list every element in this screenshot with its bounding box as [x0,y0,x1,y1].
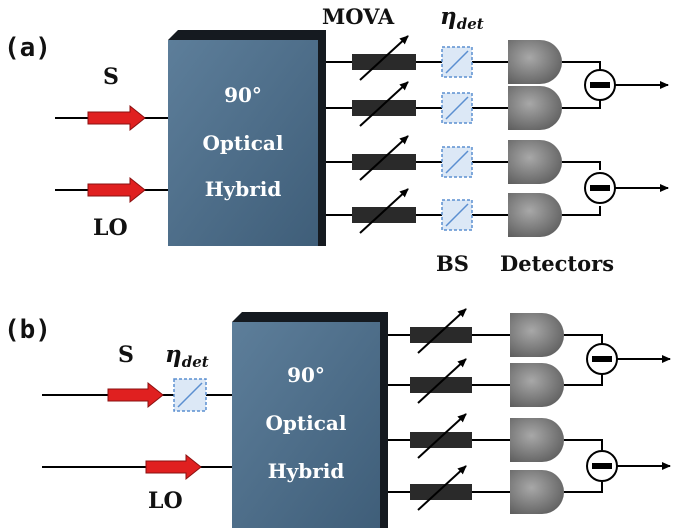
attenuator-b2 [410,358,472,404]
beam-splitter-a4 [441,199,473,231]
subtractor-a2 [584,172,669,204]
detector-a2 [508,86,562,130]
hybrid-box-a [168,40,318,246]
wiring-b [564,334,603,493]
wiring-a [562,61,601,216]
detectors-label: Detectors [500,251,614,276]
detector-a3 [508,140,562,184]
signal-label-a: S [103,64,119,90]
attenuator-b3 [410,413,472,459]
attenuator-b4 [410,465,472,511]
subtractor-a1 [584,69,669,101]
beam-splitter-b [173,378,207,412]
eta-det-label-a: ηdet [440,3,484,33]
bs-label: BS [436,251,469,276]
hybrid-box-b [232,322,380,528]
attenuator-b1 [410,308,472,354]
signal-label-b: S [118,342,134,368]
beam-splitter-a1 [441,46,473,78]
hybrid-line3-b: Hybrid [268,459,345,483]
subtractor-b2 [586,450,671,482]
subtractor-b1 [586,343,671,375]
eta-det-label-b: ηdet [165,341,209,371]
detector-a4 [508,193,562,237]
attenuator-a3 [352,135,416,181]
hybrid-line1-a: 90° [224,83,262,107]
detector-b2 [510,363,564,407]
channels-a [326,61,510,216]
hybrid-line2-a: Optical [203,131,284,155]
mova-label: MOVA [322,4,395,29]
attenuator-a1 [352,35,416,81]
panel-a: (a) S LO 90° Optical Hybrid [4,3,669,276]
hybrid-line1-b: 90° [287,363,325,387]
attenuator-a2 [352,81,416,127]
mova-attenuators-a [352,35,416,234]
panel-b: (b) S LO ηdet 90° Optical Hybrid [4,308,671,528]
lo-label-a: LO [93,215,128,241]
beam-splitter-a2 [441,92,473,124]
panel-b-label: (b) [4,315,51,345]
detector-b4 [510,470,564,514]
signal-arrow-b [107,381,164,409]
lo-label-b: LO [148,488,183,514]
signal-arrow-a [87,104,146,132]
detector-b1 [510,313,564,357]
detector-b3 [510,418,564,462]
hybrid-line2-b: Optical [266,411,347,435]
channels-b [388,334,512,493]
beam-splitters-a [441,46,473,231]
hybrid-line3-a: Hybrid [205,177,282,201]
panel-a-label: (a) [4,33,51,63]
detector-a1 [508,40,562,84]
lo-arrow-b [145,453,202,481]
mova-attenuators-b [410,308,472,511]
attenuator-a4 [352,188,416,234]
beam-splitter-a3 [441,146,473,178]
lo-arrow-a [87,176,146,204]
detectors-b [510,313,564,514]
detectors-a [508,40,562,237]
